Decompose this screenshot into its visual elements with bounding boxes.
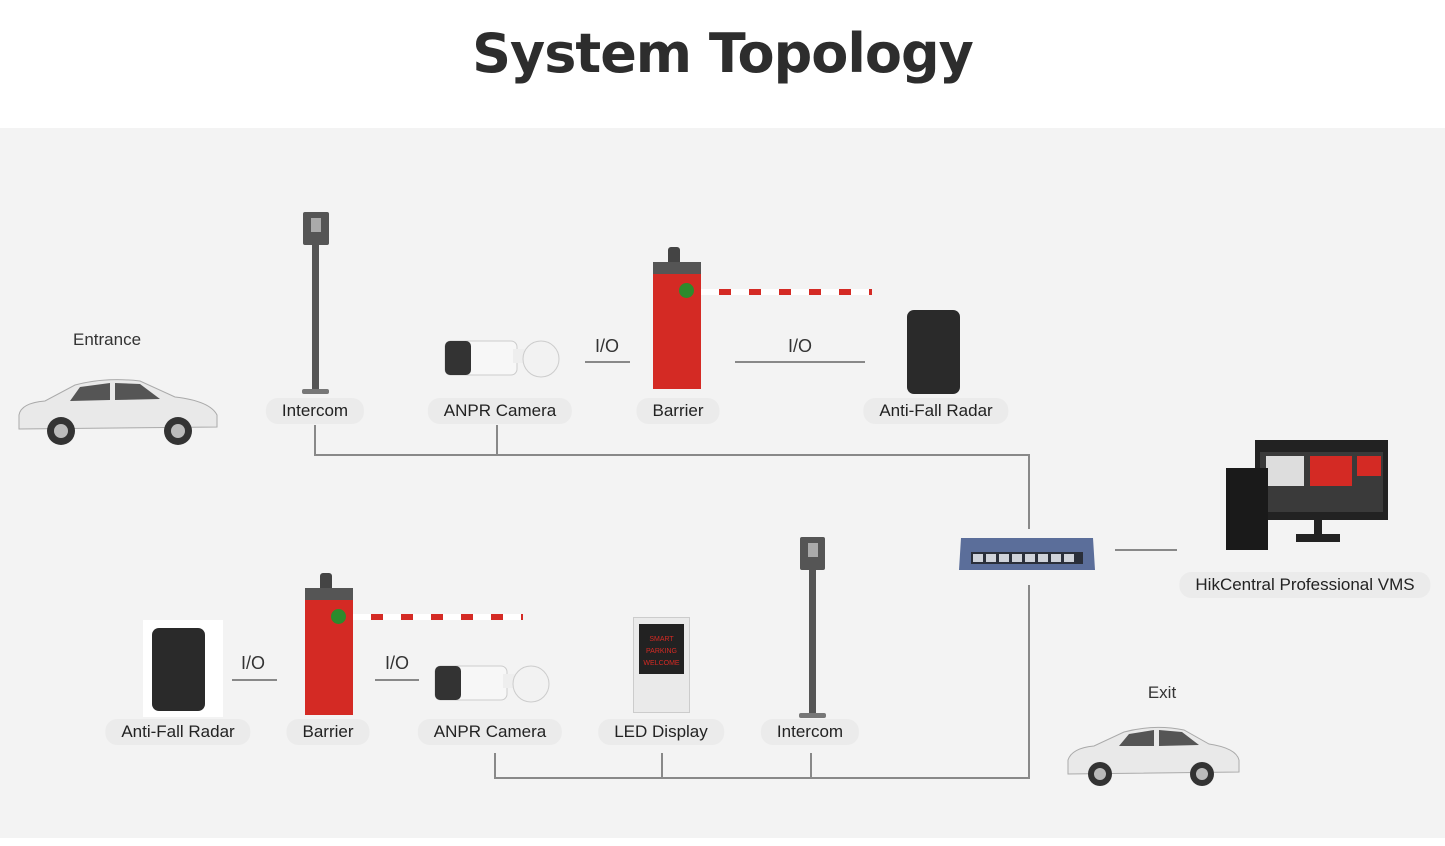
io-label: I/O	[384, 653, 410, 673]
barrier-arm	[701, 289, 872, 295]
barrier-indicator	[331, 609, 346, 624]
barrier-light	[668, 247, 680, 263]
network-line	[496, 425, 498, 456]
anti-fall-radar-icon	[152, 628, 205, 711]
vms-workstation-icon	[1226, 440, 1388, 550]
intercom-pole	[312, 245, 319, 391]
page-title: System Topology	[472, 22, 974, 85]
network-line	[1028, 585, 1030, 779]
io-label: I/O	[240, 653, 266, 673]
led-text-line: SMART PARKING	[646, 636, 677, 655]
io-label: I/O	[594, 336, 620, 356]
device-label-barrier: Barrier	[636, 398, 720, 424]
io-line	[232, 679, 277, 681]
network-line	[810, 753, 812, 778]
network-line	[314, 454, 1030, 456]
network-line	[1028, 454, 1030, 529]
device-label-barrier: Barrier	[286, 719, 370, 745]
anpr-camera-icon	[444, 340, 560, 378]
network-line	[1115, 549, 1177, 551]
intercom-icon	[303, 212, 329, 245]
network-line	[494, 753, 496, 778]
io-line	[585, 361, 630, 363]
network-line	[494, 777, 1030, 779]
led-display-icon: SMART PARKING WELCOME	[633, 617, 690, 713]
device-label-anpr-camera: ANPR Camera	[417, 719, 563, 745]
device-label-anpr-camera: ANPR Camera	[427, 398, 573, 424]
io-line	[375, 679, 419, 681]
device-label-led-display: LED Display	[598, 719, 724, 745]
device-label-intercom: Intercom	[265, 398, 365, 424]
barrier-icon	[305, 588, 353, 715]
vms-label: HikCentral Professional VMS	[1179, 572, 1431, 598]
intercom-base	[302, 389, 329, 394]
intercom-pole	[809, 570, 816, 715]
device-label-anti-fall-radar: Anti-Fall Radar	[863, 398, 1009, 424]
barrier-arm	[353, 614, 523, 620]
io-label: I/O	[787, 336, 813, 356]
barrier-light	[320, 573, 332, 589]
barrier-icon	[653, 262, 701, 389]
network-switch-icon	[959, 538, 1095, 570]
intercom-base	[799, 713, 826, 718]
led-text-line: WELCOME	[643, 660, 680, 667]
anti-fall-radar-icon	[907, 310, 960, 394]
network-line	[314, 425, 316, 456]
network-line	[661, 753, 663, 778]
car-exit-icon	[1067, 726, 1240, 786]
device-label-intercom: Intercom	[760, 719, 860, 745]
intercom-icon	[800, 537, 825, 570]
entrance-label: Entrance	[72, 330, 142, 349]
exit-label: Exit	[1147, 683, 1177, 702]
car-entrance-icon	[18, 379, 218, 445]
anpr-camera-icon	[434, 665, 550, 703]
barrier-indicator	[679, 283, 694, 298]
io-line	[735, 361, 865, 363]
device-label-anti-fall-radar: Anti-Fall Radar	[105, 719, 251, 745]
